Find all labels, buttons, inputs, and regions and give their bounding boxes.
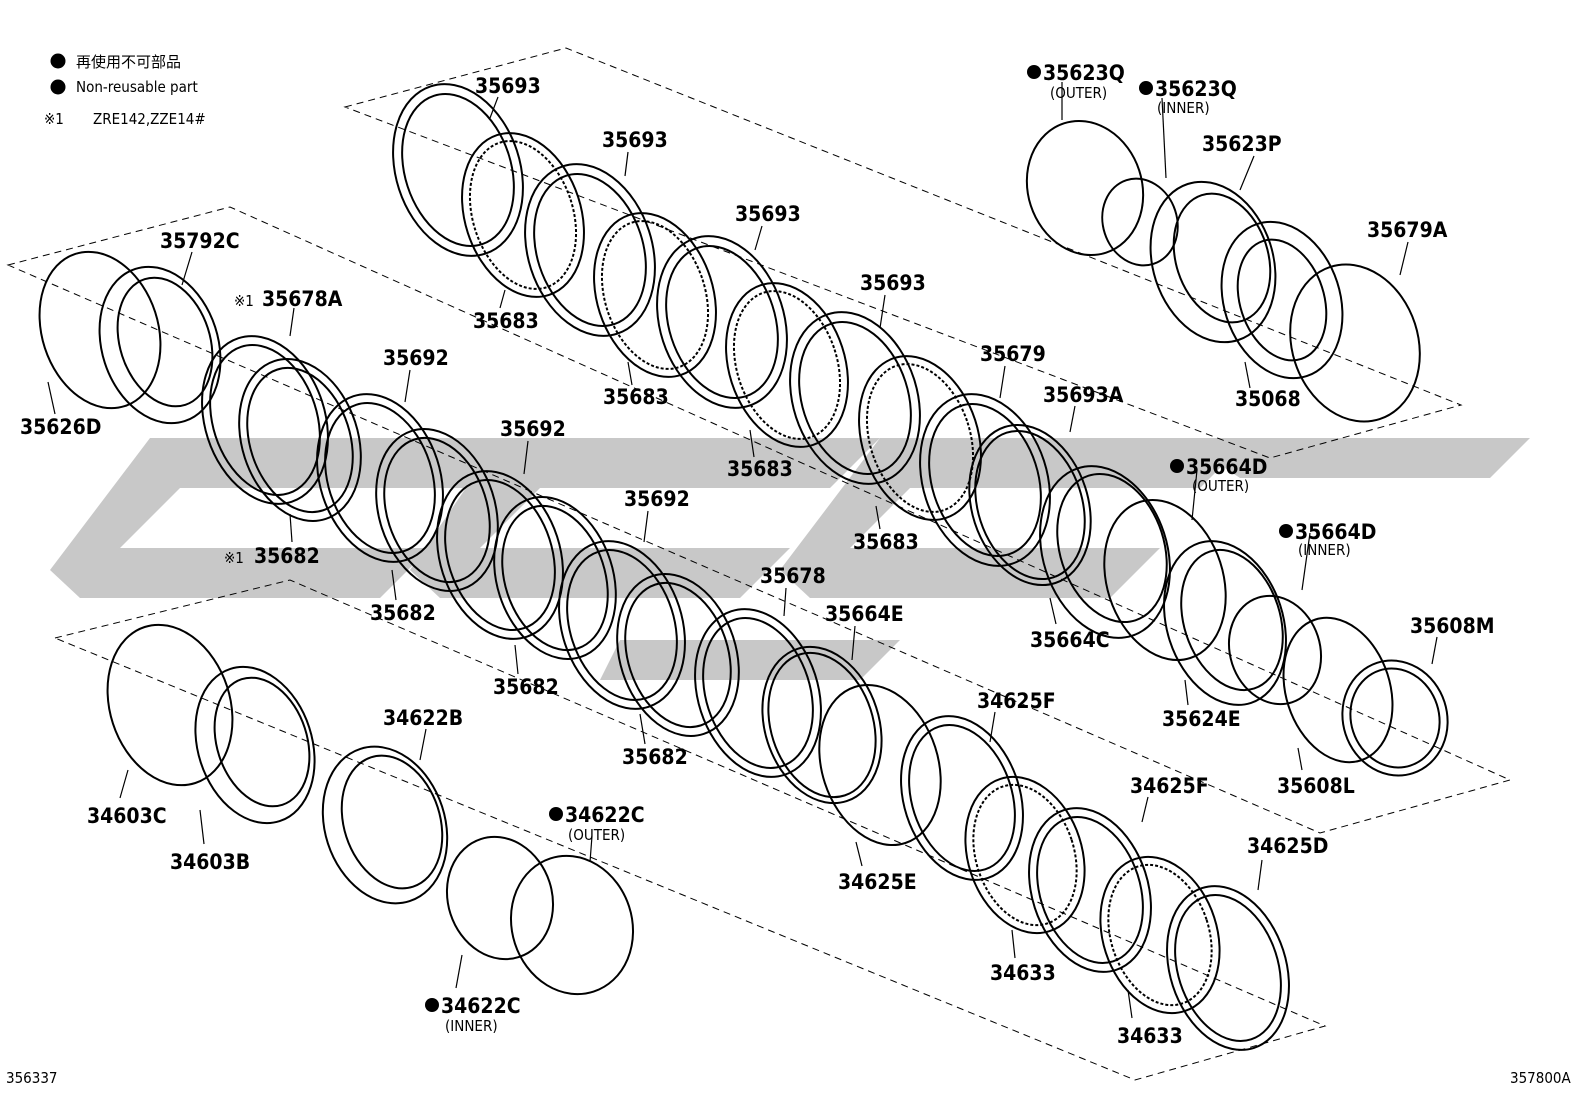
dashed-group-boxes: [6, 47, 1512, 1081]
legend-note-mark: ※1: [44, 110, 64, 128]
part-label-35664D: 35664D: [1186, 455, 1267, 479]
part-label-35678: 35678: [760, 564, 826, 588]
note-mark: ※1: [234, 292, 254, 310]
part-label-35623Q: 35623Q: [1043, 61, 1125, 85]
part-sub-inner: (INNER): [1298, 541, 1351, 559]
leader-lines: [47, 82, 1438, 1019]
part-label-35624E: 35624E: [1162, 707, 1241, 731]
non-reusable-dot-icon: [1027, 65, 1041, 79]
part-label-35692: 35692: [624, 487, 690, 511]
part-label-35683: 35683: [853, 530, 919, 554]
part-label-34625F: 34625F: [977, 689, 1056, 713]
non-reusable-dot-icon: [1139, 81, 1153, 95]
part-label-35608M: 35608M: [1410, 614, 1495, 638]
part-sub-inner: (INNER): [1157, 99, 1210, 117]
part-label-35664C: 35664C: [1030, 628, 1110, 652]
part-label-34622C: 34622C: [441, 994, 521, 1018]
non-reusable-dot-icon: [50, 79, 66, 95]
part-label-35693: 35693: [475, 74, 541, 98]
part-label-35683: 35683: [603, 385, 669, 409]
part-label-35068: 35068: [1235, 387, 1301, 411]
part-sub-inner: (INNER): [445, 1017, 498, 1035]
part-label-34603C: 34603C: [87, 804, 167, 828]
part-labels: 35693 35693 35693 35693 35683 35683 3568…: [20, 74, 1495, 1048]
footer-left-code: 356337: [6, 1069, 58, 1087]
part-label-35693: 35693: [735, 202, 801, 226]
part-sub-outer: (OUTER): [1050, 84, 1107, 102]
part-label-35678A: 35678A: [262, 287, 343, 311]
part-label-35682: 35682: [370, 601, 436, 625]
part-label-34625F: 34625F: [1130, 774, 1209, 798]
part-label-35792C: 35792C: [160, 229, 240, 253]
part-label-35626D: 35626D: [20, 415, 101, 439]
upper-right-group: [1025, 119, 1421, 423]
legend-note-text: ZRE142,ZZE14#: [93, 110, 206, 128]
part-label-34633: 34633: [990, 961, 1056, 985]
non-reusable-dot-icon: [549, 807, 563, 821]
part-label-35683: 35683: [727, 457, 793, 481]
legend-en: Non-reusable part: [76, 78, 198, 96]
part-label-35693: 35693: [602, 128, 668, 152]
part-label-35679A: 35679A: [1367, 218, 1448, 242]
legend-jp: 再使用不可部品: [76, 53, 181, 71]
marked-labels: 35623Q (OUTER) 35623Q (INNER) 35664D (OU…: [425, 61, 1376, 1035]
non-reusable-dot-icon: [1170, 459, 1184, 473]
part-sub-outer: (OUTER): [1192, 477, 1249, 495]
part-label-35693: 35693: [860, 271, 926, 295]
lower-clutch-pack: [106, 623, 1290, 1051]
upper-clutch-pack: [392, 83, 1449, 777]
part-label-35693A: 35693A: [1043, 383, 1124, 407]
part-label-35623P: 35623P: [1202, 132, 1282, 156]
ring-artwork: [38, 83, 1449, 1051]
part-label-35608L: 35608L: [1277, 774, 1355, 798]
note-mark: ※1: [224, 549, 244, 567]
part-label-35692: 35692: [500, 417, 566, 441]
middle-clutch-pack: [38, 250, 942, 847]
non-reusable-dot-icon: [425, 998, 439, 1012]
part-label-34622B: 34622B: [383, 706, 463, 730]
part-label-34625E: 34625E: [838, 870, 917, 894]
part-label-34603B: 34603B: [170, 850, 250, 874]
part-sub-outer: (OUTER): [568, 826, 625, 844]
part-label-35682: 35682: [622, 745, 688, 769]
part-label-35682: 35682: [254, 544, 320, 568]
part-label-35692: 35692: [383, 346, 449, 370]
part-label-35679: 35679: [980, 342, 1046, 366]
part-label-34622C: 34622C: [565, 803, 645, 827]
part-label-35682: 35682: [493, 675, 559, 699]
part-label-35623Q: 35623Q: [1155, 77, 1237, 101]
watermark-logo: [50, 438, 1530, 680]
part-label-35664E: 35664E: [825, 602, 904, 626]
non-reusable-dot-icon: [50, 53, 66, 69]
part-label-34625D: 34625D: [1247, 834, 1328, 858]
part-label-34633: 34633: [1117, 1024, 1183, 1048]
part-label-35683: 35683: [473, 309, 539, 333]
part-label-35664D: 35664D: [1295, 520, 1376, 544]
legend: 再使用不可部品 Non-reusable part ※1 ZRE142,ZZE1…: [44, 53, 206, 128]
non-reusable-dot-icon: [1279, 524, 1293, 538]
footer-right-code: 357800A: [1510, 1069, 1572, 1087]
